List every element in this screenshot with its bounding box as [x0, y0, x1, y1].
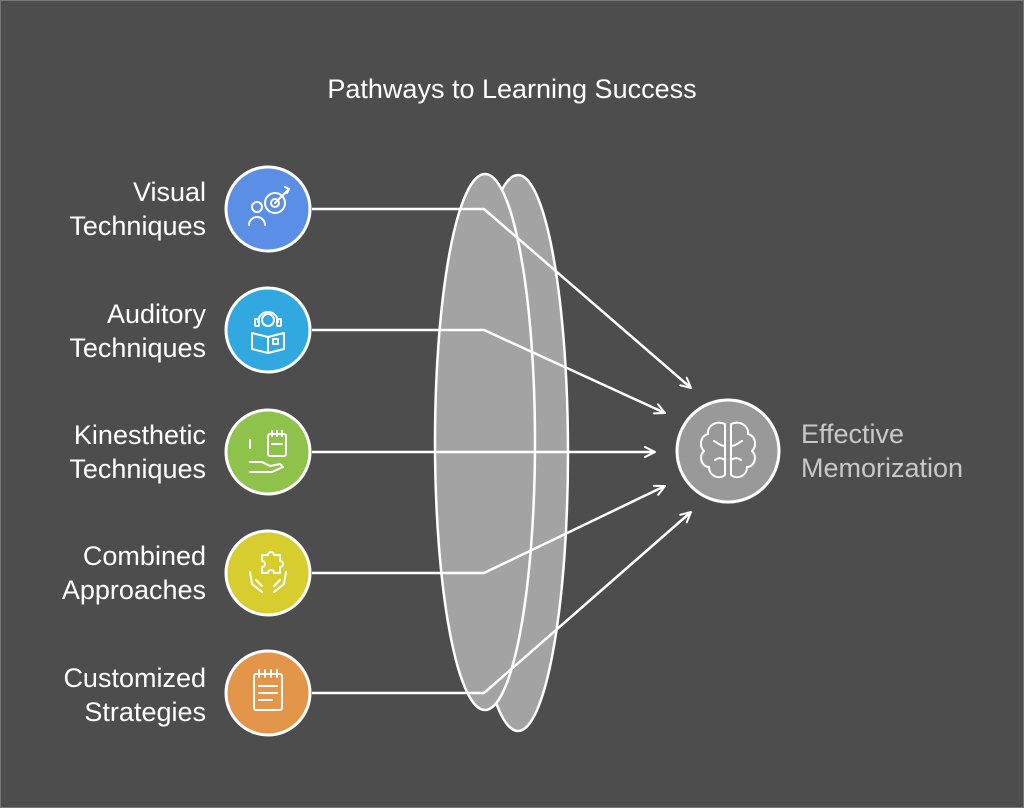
- outcome-label: Effective Memorization: [801, 417, 963, 485]
- input-label-line1: Combined: [82, 541, 206, 571]
- headphones-book-icon: [251, 311, 285, 354]
- input-label-line1: Customized: [63, 663, 206, 693]
- outcome-node: [675, 398, 781, 504]
- input-label-line2: Approaches: [61, 575, 206, 605]
- input-label-line1: Visual: [132, 177, 206, 207]
- input-label-line2: Techniques: [69, 454, 206, 484]
- input-node-auditory: [224, 286, 312, 374]
- input-label-line2: Techniques: [69, 333, 206, 363]
- input-node-customized: [224, 649, 312, 737]
- connector-combined: [312, 484, 666, 575]
- input-label-combined: Combined Approaches: [6, 539, 206, 607]
- input-label-line2: Strategies: [84, 697, 206, 727]
- target-person-icon: [248, 186, 291, 226]
- outcome-label-line2: Memorization: [801, 453, 964, 483]
- outcome-circle: [675, 398, 781, 504]
- input-label-line1: Auditory: [106, 299, 206, 329]
- hand-notepad-icon: [249, 430, 287, 473]
- outcome-label-line1: Effective: [801, 419, 905, 449]
- input-label-kinesthetic: Kinesthetic Techniques: [6, 418, 206, 486]
- puzzle-hands-icon: [249, 551, 287, 593]
- input-node-visual: [224, 165, 312, 253]
- input-circle: [224, 286, 312, 374]
- connector-customized: [312, 511, 692, 695]
- brain-icon: [699, 421, 757, 479]
- input-label-visual: Visual Techniques: [6, 175, 206, 243]
- connector-auditory: [312, 328, 666, 415]
- connector-visual: [312, 207, 692, 389]
- input-node-combined: [224, 529, 312, 617]
- input-node-kinesthetic: [224, 408, 312, 496]
- input-label-line2: Techniques: [69, 211, 206, 241]
- lens-face: [433, 172, 537, 712]
- diagram-title: Pathways to Learning Success: [327, 74, 697, 104]
- input-label-auditory: Auditory Techniques: [6, 297, 206, 365]
- notepad-list-icon: [253, 669, 283, 711]
- input-label-customized: Customized Strategies: [6, 661, 206, 729]
- input-label-line1: Kinesthetic: [73, 420, 206, 450]
